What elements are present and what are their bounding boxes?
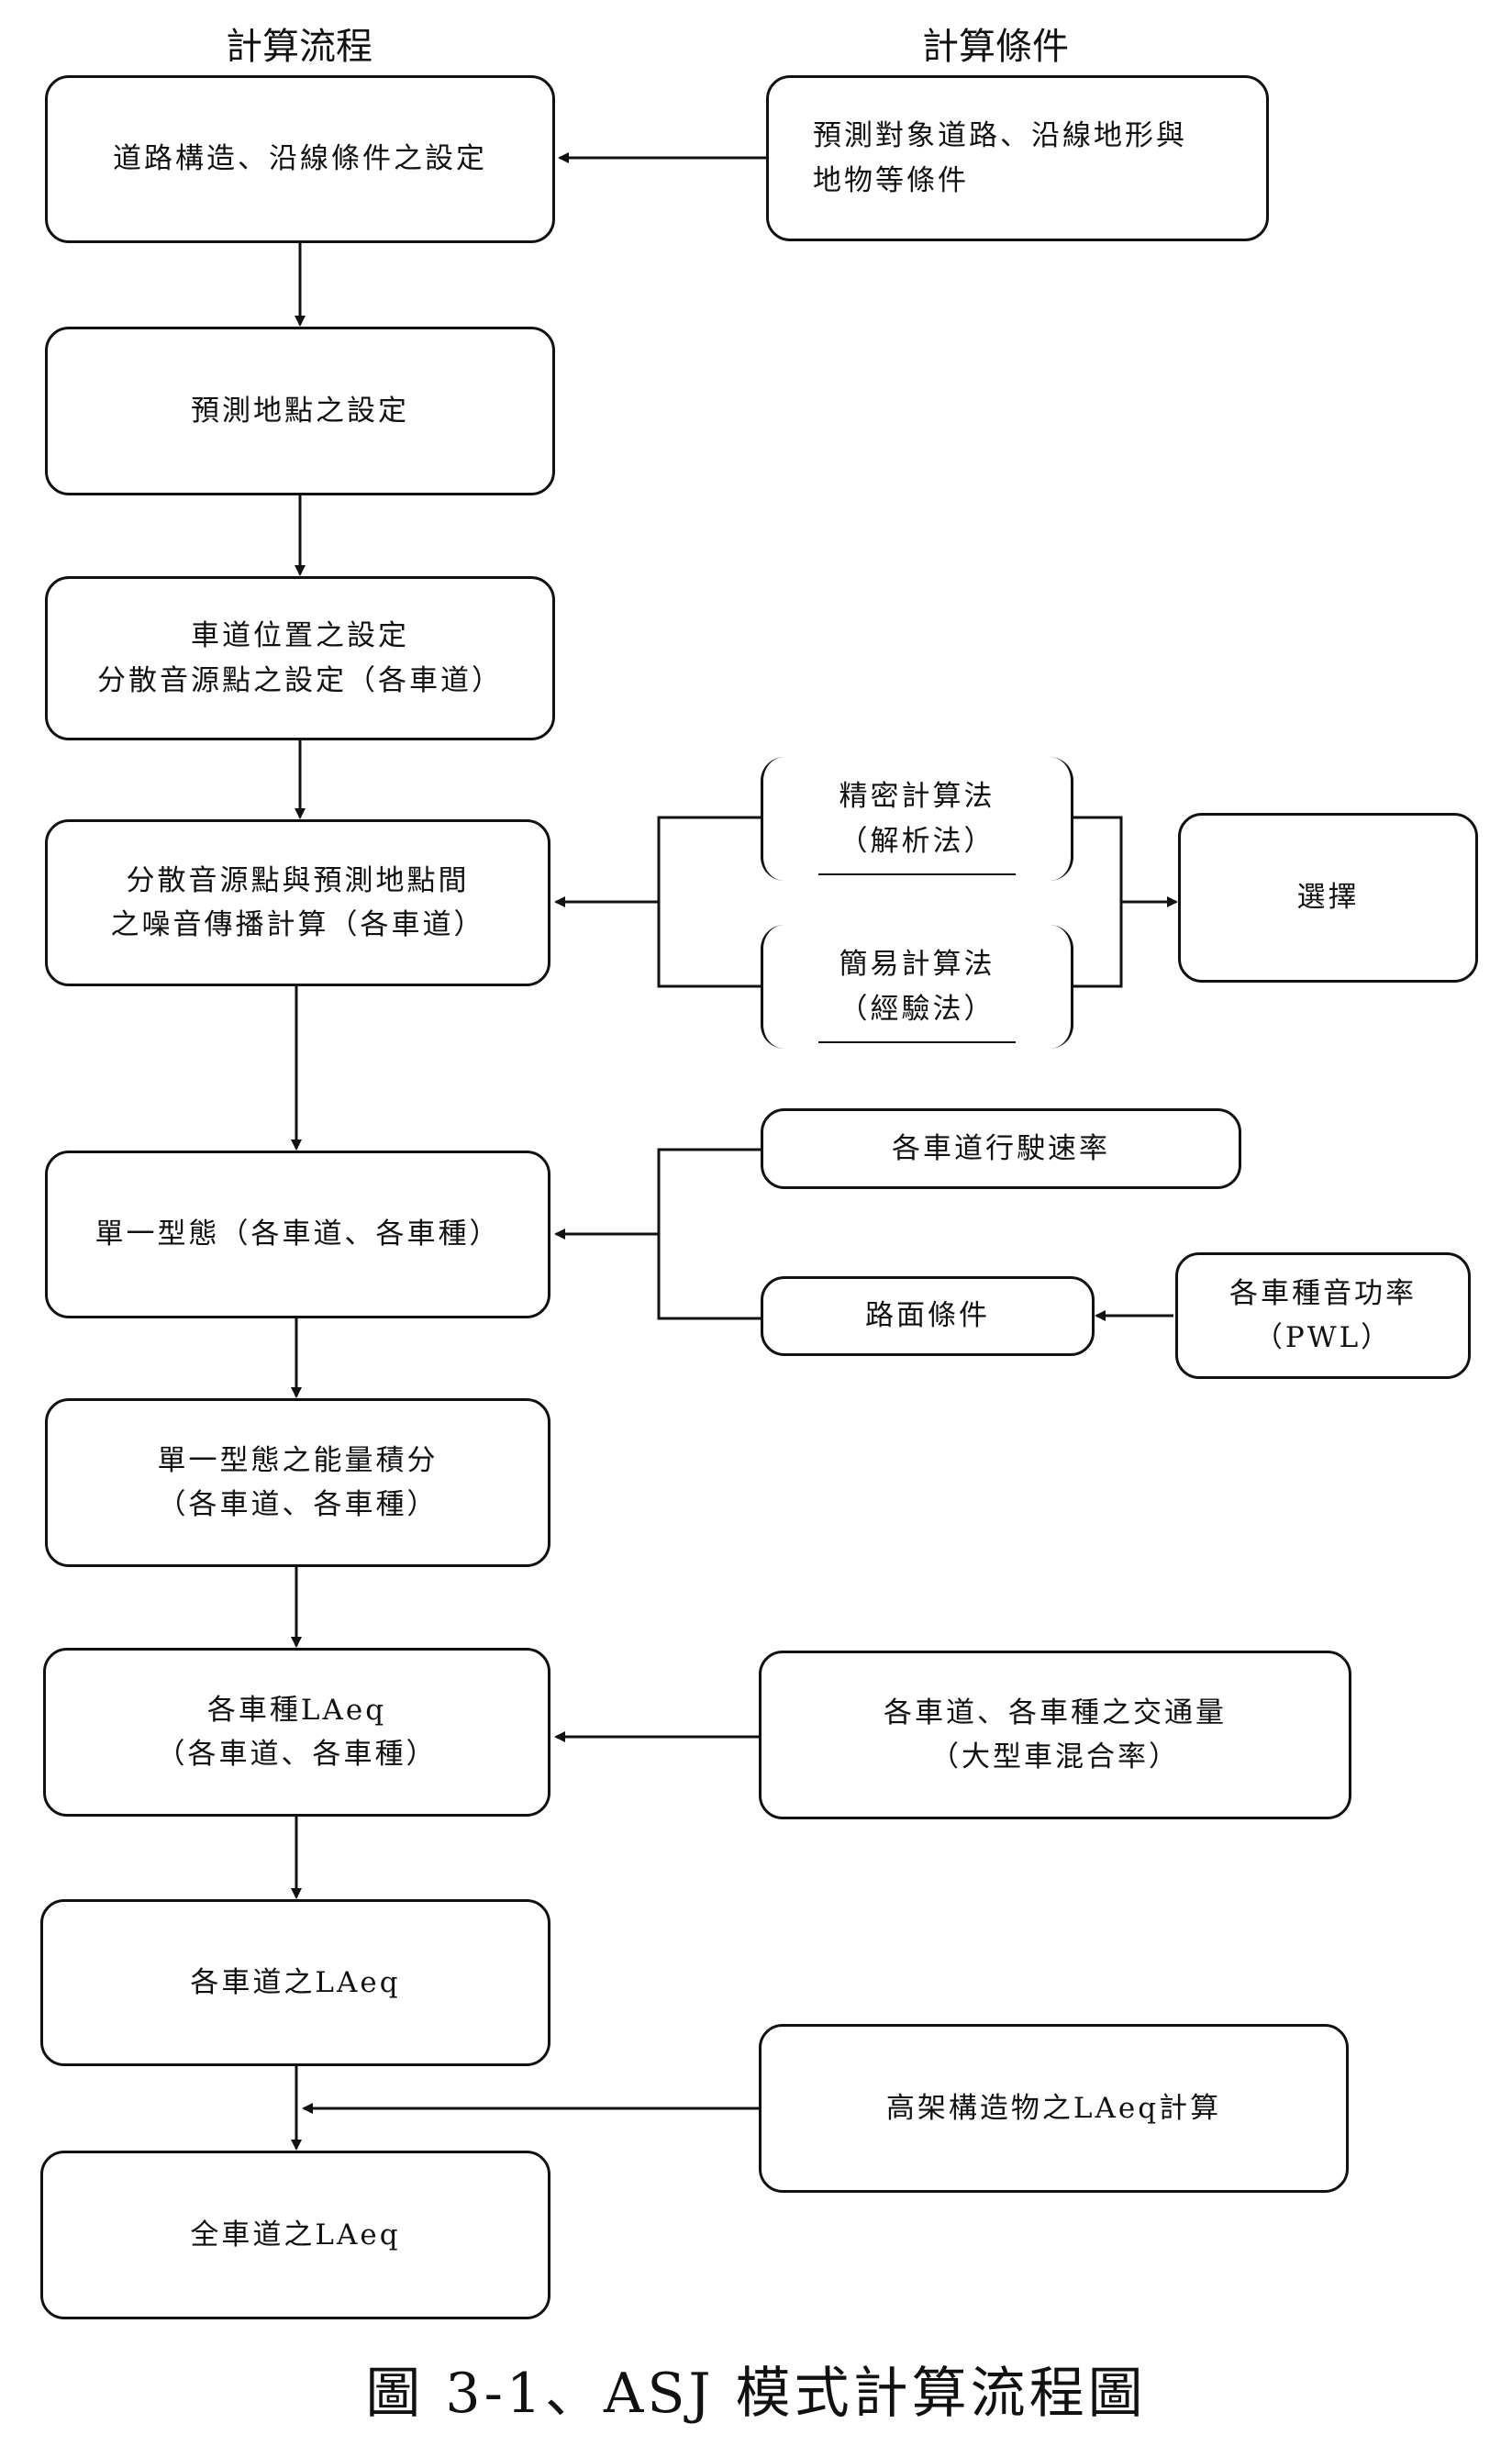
method-simple-line2: （經驗法） [839,992,995,1026]
bracket-methods-left [657,816,761,988]
figure-caption: 圖 3-1、ASJ 模式計算流程圖 [365,2362,1147,2426]
flow-step-prediction-point-label: 預測地點之設定 [191,394,409,428]
condition-traffic-volume-line2: （大型車混合率） [930,1740,1180,1773]
flow-step-propagation-line2: 之噪音傳播計算（各車道） [110,908,485,941]
flow-step-road-structure: 道路構造、沿線條件之設定 [45,75,555,243]
select-label: 選擇 [1296,881,1360,915]
flow-column-header: 計算流程 [226,26,372,68]
flow-step-propagation-line1: 分散音源點與預測地點間 [126,863,470,897]
flow-step-total-laeq: 全車道之LAeq [40,2151,550,2319]
method-precise-underline [818,873,1016,875]
flow-step-lane-laeq-label: 各車道之LAeq [190,1965,401,1999]
condition-road-terrain: 預測對象道路、沿線地形與 地物等條件 [766,75,1269,241]
method-simple-underline [818,1041,1016,1043]
flow-step-road-structure-label: 道路構造、沿線條件之設定 [113,142,487,176]
method-precise-line2: （解析法） [839,824,995,858]
flow-step-vehicle-laeq-line1: 各車種LAeq [206,1693,387,1727]
condition-road-terrain-line1: 預測對象道路、沿線地形與 [813,119,1187,153]
method-precise-line1: 精密計算法 [839,780,995,814]
flow-step-energy-integration-line1: 單一型態之能量積分 [157,1443,439,1477]
flow-step-lane-position-line2: 分散音源點之設定（各車道） [97,663,503,697]
flow-step-total-laeq-label: 全車道之LAeq [190,2218,401,2251]
condition-traffic-volume-line1: 各車道、各車種之交通量 [884,1696,1227,1729]
flow-step-energy-integration: 單一型態之能量積分 （各車道、各車種） [45,1398,550,1567]
flow-step-lane-position: 車道位置之設定 分散音源點之設定（各車道） [45,576,555,740]
condition-traffic-volume: 各車道、各車種之交通量 （大型車混合率） [759,1651,1351,1819]
condition-lane-speed: 各車道行駛速率 [761,1108,1241,1189]
flow-step-unit-pattern-label: 單一型態（各車道、各車種） [94,1217,501,1251]
flow-step-prediction-point: 預測地點之設定 [45,327,555,495]
flow-step-unit-pattern: 單一型態（各車道、各車種） [45,1151,550,1318]
condition-road-surface-label: 路面條件 [865,1299,990,1333]
condition-road-surface: 路面條件 [761,1276,1095,1356]
condition-pwl-line2: （PWL） [1253,1321,1393,1354]
select-box: 選擇 [1178,813,1478,983]
method-simple: 簡易計算法 （經驗法） [761,925,1073,1049]
flow-step-vehicle-laeq-line2: （各車道、各車種） [156,1738,438,1771]
conditions-column-header: 計算條件 [922,26,1069,68]
condition-elevated-structure: 高架構造物之LAeq計算 [759,2024,1349,2193]
flow-step-energy-integration-line2: （各車道、各車種） [157,1488,439,1521]
flow-step-lane-position-line1: 車道位置之設定 [191,619,409,653]
flow-step-vehicle-laeq: 各車種LAeq （各車道、各車種） [43,1648,550,1817]
bracket-methods-right [1073,816,1123,988]
flow-step-propagation: 分散音源點與預測地點間 之噪音傳播計算（各車道） [45,819,550,986]
condition-road-terrain-line2: 地物等條件 [813,163,969,197]
condition-pwl-line1: 各車種音功率 [1229,1276,1417,1310]
flow-step-lane-laeq: 各車道之LAeq [40,1899,550,2066]
bracket-speed-surface [657,1148,761,1320]
method-precise: 精密計算法 （解析法） [761,757,1073,881]
method-simple-line1: 簡易計算法 [839,948,995,982]
condition-lane-speed-label: 各車道行駛速率 [892,1131,1110,1165]
condition-elevated-structure-label: 高架構造物之LAeq計算 [885,2091,1222,2125]
condition-pwl: 各車種音功率 （PWL） [1175,1252,1471,1379]
